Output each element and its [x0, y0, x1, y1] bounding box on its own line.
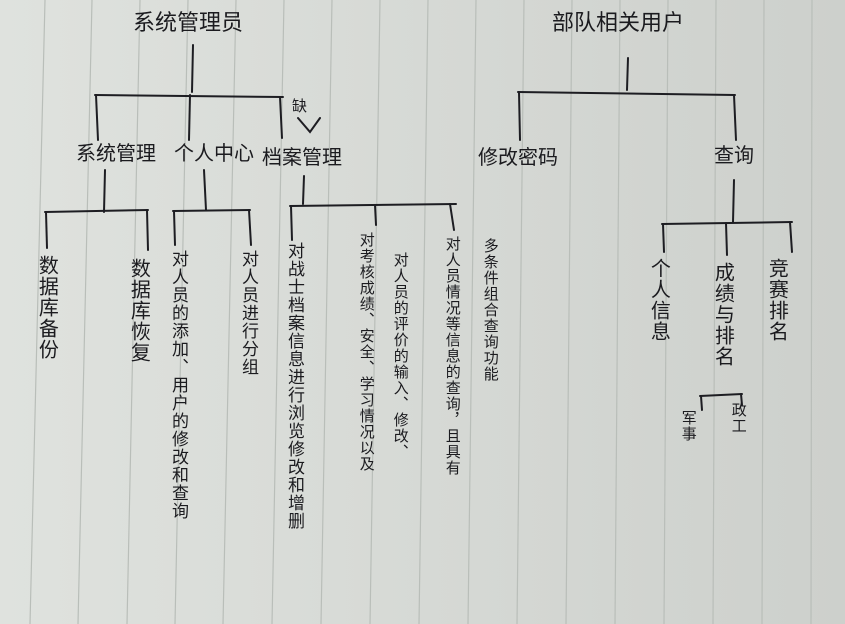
subleaf-military: 军事: [679, 410, 698, 442]
notebook-binding-icon: [0, 420, 12, 620]
leaf-evaluation-input: 对人员的评价的输入、修改、: [391, 252, 410, 460]
insert-caret: [297, 117, 321, 134]
leaf-add-modify-users: 对人员的添加、用户的修改和查询: [168, 250, 189, 520]
connector-admin-trunk: [191, 44, 194, 93]
leaf-group-people: 对人员进行分组: [238, 250, 259, 376]
leaf-info-query: 对人员情况等信息的查询，且具有: [443, 236, 462, 476]
node-personal-center: 个人中心: [174, 141, 254, 165]
leaf-multi-query: 多条件组合查询功能: [481, 238, 500, 382]
leaf-personal-info: 个人信息: [647, 258, 672, 342]
leaf-score-rank: 成绩与排名: [711, 262, 736, 367]
node-archive-management: 档案管理: [262, 145, 342, 169]
insert-mark: 缺: [292, 97, 308, 115]
connector-system: [95, 94, 99, 141]
admin-title: 系统管理员: [133, 11, 244, 36]
subleaf-political: 政工: [729, 402, 748, 434]
connector-personal: [188, 94, 191, 141]
connector-archive: [279, 96, 283, 139]
leaf-db-backup: 数据库备份: [35, 255, 60, 360]
leaf-contest-rank: 竞赛排名: [765, 258, 790, 342]
node-query: 查询: [714, 143, 754, 167]
user-title: 部队相关用户: [552, 11, 685, 36]
node-change-password: 修改密码: [478, 145, 558, 169]
leaf-exam-records: 对考核成绩、安全、学习情况以及: [357, 232, 376, 472]
leaf-db-restore: 数据库恢复: [127, 258, 152, 363]
node-system-management: 系统管理: [76, 141, 156, 165]
leaf-soldier-archive: 对战士档案信息进行浏览修改和增删: [284, 242, 305, 530]
